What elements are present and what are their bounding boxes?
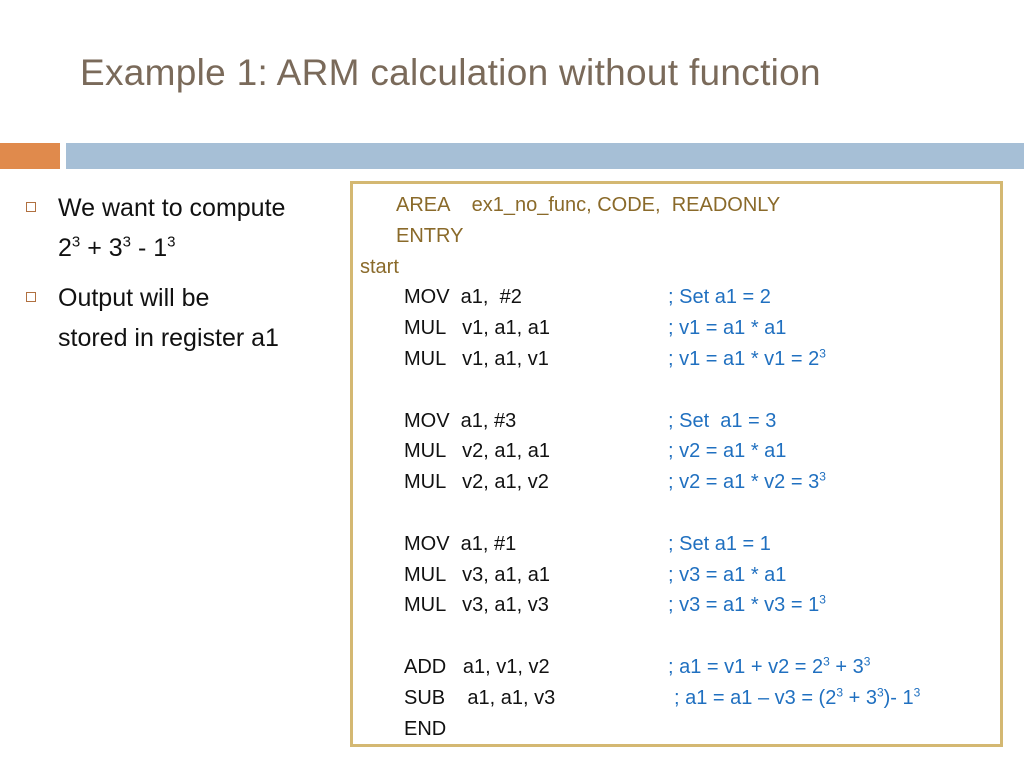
code-line: SUB a1, a1, v3 ; a1 = a1 – v3 = (23 + 33)… <box>360 683 1000 714</box>
code-comment: ; Set a1 = 1 <box>668 532 771 555</box>
code-line <box>360 621 1000 652</box>
code-line <box>360 498 1000 529</box>
code-instruction: MUL v3, a1, a1 <box>404 563 550 586</box>
accent-bar-blue <box>66 143 1024 169</box>
code-comment: ; v3 = a1 * v3 = 13 <box>668 592 826 617</box>
code-instruction: MUL v1, a1, v1 <box>404 347 549 370</box>
code-header-line: ENTRY <box>396 224 464 247</box>
slide-title: Example 1: ARM calculation without funct… <box>80 52 821 93</box>
code-instruction: MUL v2, a1, a1 <box>404 440 550 463</box>
code-comment: ; Set a1 = 3 <box>668 409 777 432</box>
code-line: MUL v1, a1, v1 ; v1 = a1 * v1 = 23 <box>360 344 1000 375</box>
code-listing: AREA ex1_no_func, CODE, READONLY ENTRY s… <box>360 190 1000 744</box>
code-comment: ; v1 = a1 * v1 = 23 <box>668 346 826 370</box>
code-header-line: AREA ex1_no_func, CODE, READONLY <box>396 194 781 216</box>
bullet-text: Output will be <box>58 284 210 312</box>
code-listing-box <box>350 181 1003 747</box>
bullet-text: We want to compute <box>58 194 286 222</box>
code-instruction: END <box>404 717 447 740</box>
code-line: MOV a1, #2 ; Set a1 = 2 <box>360 282 1000 313</box>
code-line: MUL v2, a1, v2 ; v2 = a1 * v2 = 33 <box>360 467 1000 498</box>
accent-bar-orange <box>0 143 60 169</box>
code-comment: ; v3 = a1 * a1 <box>668 563 787 586</box>
code-line: MOV a1, #1 ; Set a1 = 1 <box>360 529 1000 560</box>
code-line: END <box>360 714 1000 745</box>
square-bullet-icon <box>26 292 36 302</box>
code-instruction: MUL v2, a1, v2 <box>404 471 549 494</box>
bullet-text: stored in register a1 <box>58 324 279 352</box>
code-instruction: MUL v3, a1, v3 <box>404 594 549 617</box>
code-comment: ; a1 = a1 – v3 = (23 + 33)- 13 <box>674 685 921 709</box>
code-instructions: MOV a1, #2 ; Set a1 = 2 MUL v1, a1, a1 ; v1… <box>360 282 1000 744</box>
math-expression: 23 + 33 - 13 <box>58 233 176 262</box>
code-line: MUL v2, a1, a1 ; v2 = a1 * a1 <box>360 436 1000 467</box>
bullet-item-output: Output will be stored in register a1 <box>22 278 352 358</box>
square-bullet-icon <box>26 202 36 212</box>
code-line: ADD a1, v1, v2 ; a1 = v1 + v2 = 23 + 33 <box>360 652 1000 683</box>
bullet-item-compute: We want to compute 23 + 33 - 13 <box>22 188 352 268</box>
code-instruction: ADD a1, v1, v2 <box>404 655 550 678</box>
code-comment: ; v1 = a1 * a1 <box>668 317 787 340</box>
code-comment: ; Set a1 = 2 <box>668 286 771 309</box>
code-line: MOV a1, #3 ; Set a1 = 3 <box>360 406 1000 437</box>
code-comment: ; a1 = v1 + v2 = 23 + 33 <box>668 654 871 678</box>
code-label-line: start <box>360 255 399 278</box>
code-line: MUL v3, a1, a1 ; v3 = a1 * a1 <box>360 560 1000 591</box>
code-line: MUL v1, a1, a1 ; v1 = a1 * a1 <box>360 313 1000 344</box>
bullet-list: We want to compute 23 + 33 - 13 Output w… <box>22 188 352 368</box>
code-comment: ; v2 = a1 * v2 = 33 <box>668 469 826 494</box>
code-instruction: MOV a1, #1 <box>404 532 517 555</box>
code-instruction: MUL v1, a1, a1 <box>404 317 550 340</box>
code-line: MUL v3, a1, v3 ; v3 = a1 * v3 = 13 <box>360 590 1000 621</box>
code-comment: ; v2 = a1 * a1 <box>668 440 787 463</box>
code-instruction: MOV a1, #2 <box>404 286 522 309</box>
code-line <box>360 375 1000 406</box>
code-instruction: MOV a1, #3 <box>404 409 517 432</box>
code-instruction: SUB a1, a1, v3 <box>404 686 556 709</box>
